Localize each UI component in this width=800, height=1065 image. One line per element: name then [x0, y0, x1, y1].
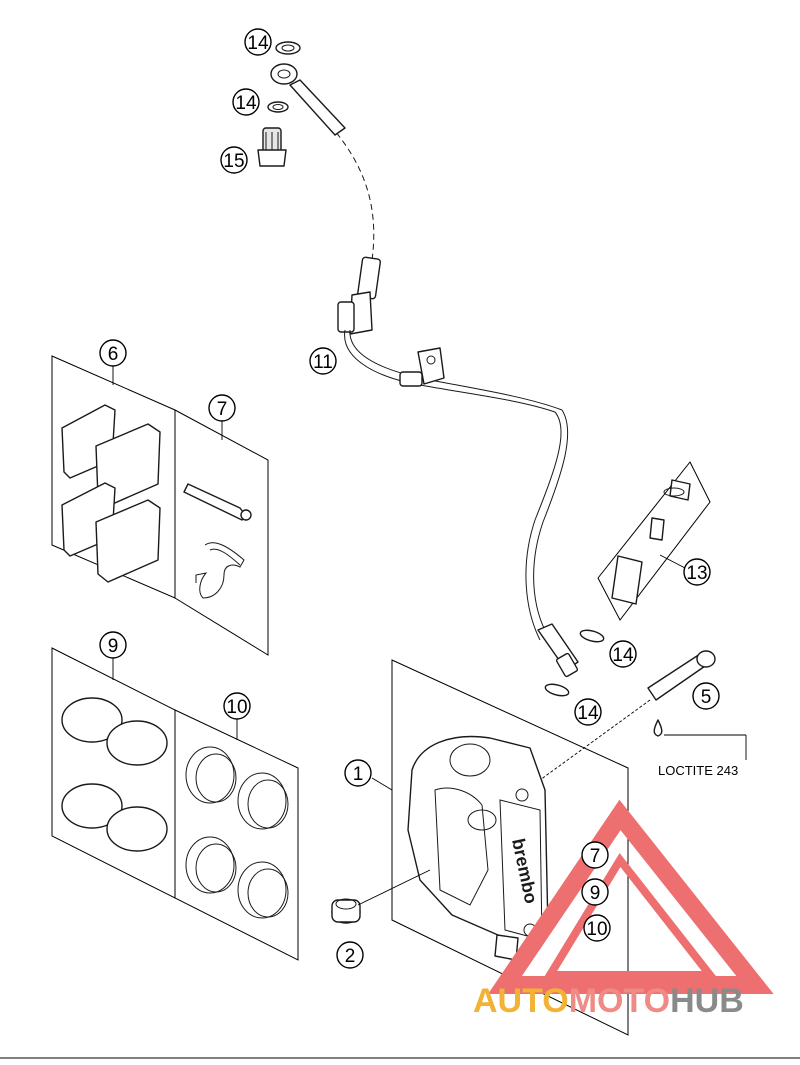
svg-text:14: 14 [577, 703, 599, 724]
svg-text:11: 11 [313, 352, 333, 373]
spacer-2 [331, 869, 431, 924]
callout-1: 1 [344, 759, 372, 787]
svg-text:14: 14 [247, 33, 269, 54]
automotohub-watermark: AUTOMOTOHUB [473, 799, 774, 1020]
pistons-panel [51, 647, 299, 961]
svg-text:10: 10 [586, 919, 607, 940]
callout-5: 5 [692, 682, 720, 710]
callout-10: 10 [223, 692, 251, 720]
callout-14a: 14 [244, 28, 272, 56]
callout-15: 15 [220, 146, 248, 174]
svg-text:1: 1 [353, 764, 364, 785]
svg-text:AUTOMOTOHUB: AUTOMOTOHUB [473, 982, 744, 1020]
pad-spring [195, 542, 245, 599]
svg-text:10: 10 [226, 697, 247, 718]
hose-washers-right [544, 629, 605, 697]
callout-7: 7 [208, 394, 236, 422]
callout-7-right: 7 [581, 841, 609, 869]
svg-text:9: 9 [108, 636, 119, 657]
watermark-hub: HUB [670, 982, 744, 1020]
svg-text:2: 2 [345, 946, 356, 967]
washer-14a [275, 41, 301, 55]
callout-9-right: 9 [581, 878, 609, 906]
watermark-triangle [488, 799, 774, 994]
svg-text:7: 7 [590, 846, 601, 867]
callout-14c: 14 [609, 640, 637, 668]
callout-11: 11 [309, 347, 337, 375]
brake-caliper-1 [407, 735, 549, 961]
brake-pads-6 [61, 404, 161, 583]
loctite-note: LOCTITE 243 [658, 763, 738, 778]
svg-text:14: 14 [235, 93, 257, 114]
brake-hose [289, 79, 579, 678]
callout-14d: 14 [574, 698, 602, 726]
watermark-auto: AUTO [473, 982, 569, 1020]
svg-text:14: 14 [612, 645, 634, 666]
callout-14b: 14 [232, 88, 260, 116]
svg-text:6: 6 [108, 344, 119, 365]
svg-text:9: 9 [590, 883, 601, 904]
banjo-fitting-group [257, 41, 301, 167]
pistons-9 [61, 697, 168, 852]
piston-seals-10 [185, 746, 289, 919]
callout-2: 2 [336, 941, 364, 969]
svg-text:13: 13 [686, 563, 707, 584]
watermark-moto: MOTO [569, 982, 670, 1020]
caliper-bolt-5 [539, 650, 747, 781]
pad-pin-7 [183, 483, 252, 521]
callout-6: 6 [99, 339, 127, 367]
washer-14b [267, 101, 289, 113]
callouts: 14 14 15 11 6 7 9 10 13 14 14 5 1 2 7 9 … [99, 28, 720, 969]
callout-9: 9 [99, 631, 127, 659]
callout-13: 13 [683, 558, 711, 586]
svg-text:15: 15 [223, 151, 244, 172]
bleeder-kit-panel [597, 461, 711, 621]
pads-panel [51, 355, 269, 656]
svg-text:7: 7 [217, 399, 228, 420]
callout-10-right: 10 [583, 914, 611, 942]
svg-text:5: 5 [701, 687, 712, 708]
banjo-eye [270, 63, 298, 85]
